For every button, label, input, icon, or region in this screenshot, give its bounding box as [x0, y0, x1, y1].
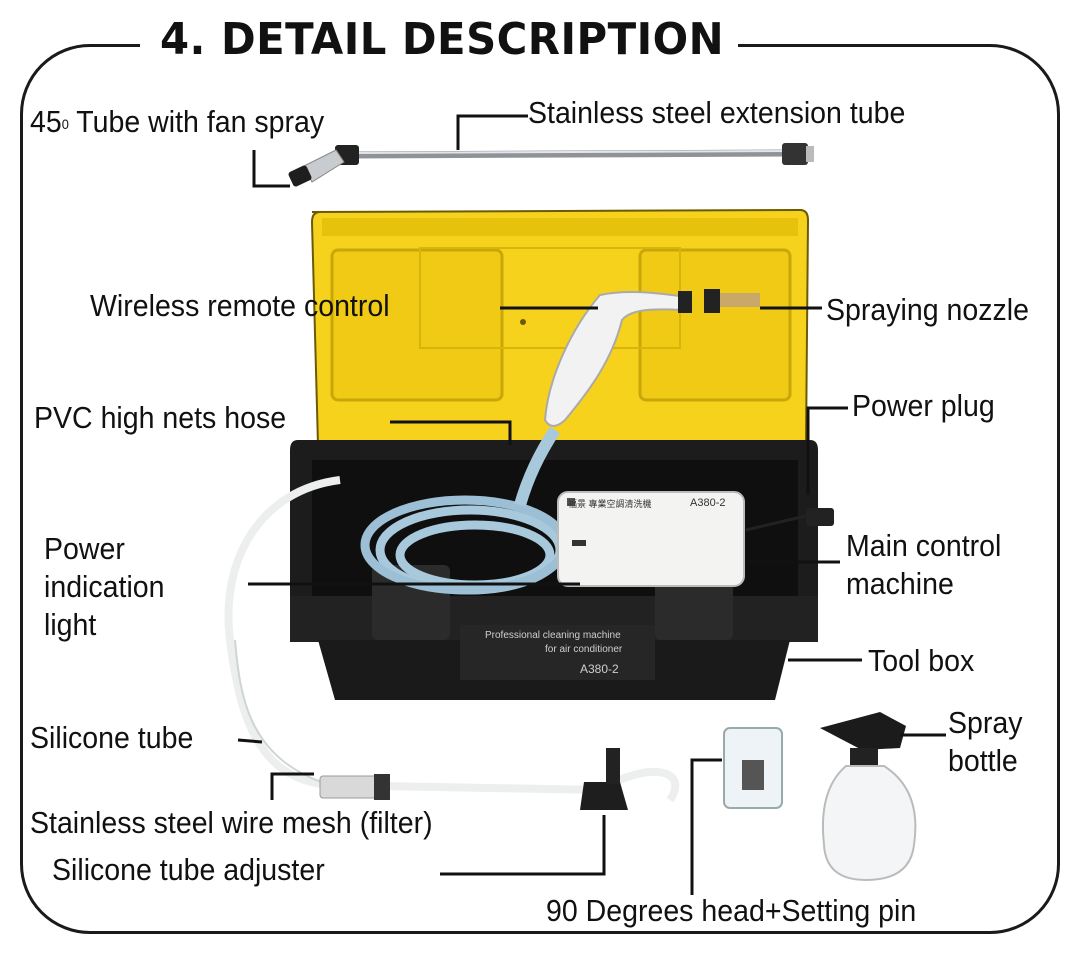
- label-silicone-tube: Silicone tube: [30, 720, 194, 755]
- label-tube-adjuster: Silicone tube adjuster: [52, 852, 325, 887]
- label-45-number: 45: [30, 104, 62, 139]
- filter-and-adjuster-image: [319, 748, 628, 810]
- label-90-degree-head: 90 Degrees head+Setting pin: [546, 893, 917, 928]
- spray-bottle-image: [820, 712, 917, 882]
- label-tool-box: Tool box: [868, 643, 975, 678]
- label-power-plug: Power plug: [852, 388, 995, 423]
- box-text-line1: Professional cleaning machine: [485, 630, 621, 641]
- label-spraying-nozzle: Spraying nozzle: [826, 292, 1029, 327]
- box-model-text: A380-2: [580, 662, 619, 676]
- title-background: [140, 10, 738, 70]
- label-spray-bottle: Spray bottle: [948, 705, 1023, 778]
- extension-tube-image: [288, 143, 814, 187]
- degree-head-box-image: [723, 727, 783, 809]
- label-wire-mesh-filter: Stainless steel wire mesh (filter): [30, 805, 433, 840]
- label-remote-control: Wireless remote control: [90, 288, 390, 323]
- leader-lines: [237, 114, 946, 895]
- label-45-text: Tube with fan spray: [68, 104, 325, 139]
- box-text-line2: for air conditioner: [545, 644, 623, 655]
- label-main-control-machine: Main control machine: [846, 528, 1002, 601]
- panel-model-text: A380-2: [690, 497, 726, 509]
- spray-handle-image: [543, 289, 760, 427]
- main-control-machine-image: [557, 491, 834, 587]
- page-title: 4. DETAIL DESCRIPTION: [160, 14, 725, 65]
- label-pvc-hose: PVC high nets hose: [34, 400, 287, 435]
- panel-brand-text: 福景 專業空調清洗機: [568, 499, 652, 509]
- label-power-indication-light: Power indication light: [44, 531, 165, 642]
- label-45-degree-superscript: 0: [61, 116, 69, 132]
- label-extension-tube: Stainless steel extension tube: [528, 95, 906, 130]
- toolbox-lid-image: [310, 208, 810, 446]
- label-45-tube-fan-spray: 450 Tube with fan spray: [30, 103, 324, 141]
